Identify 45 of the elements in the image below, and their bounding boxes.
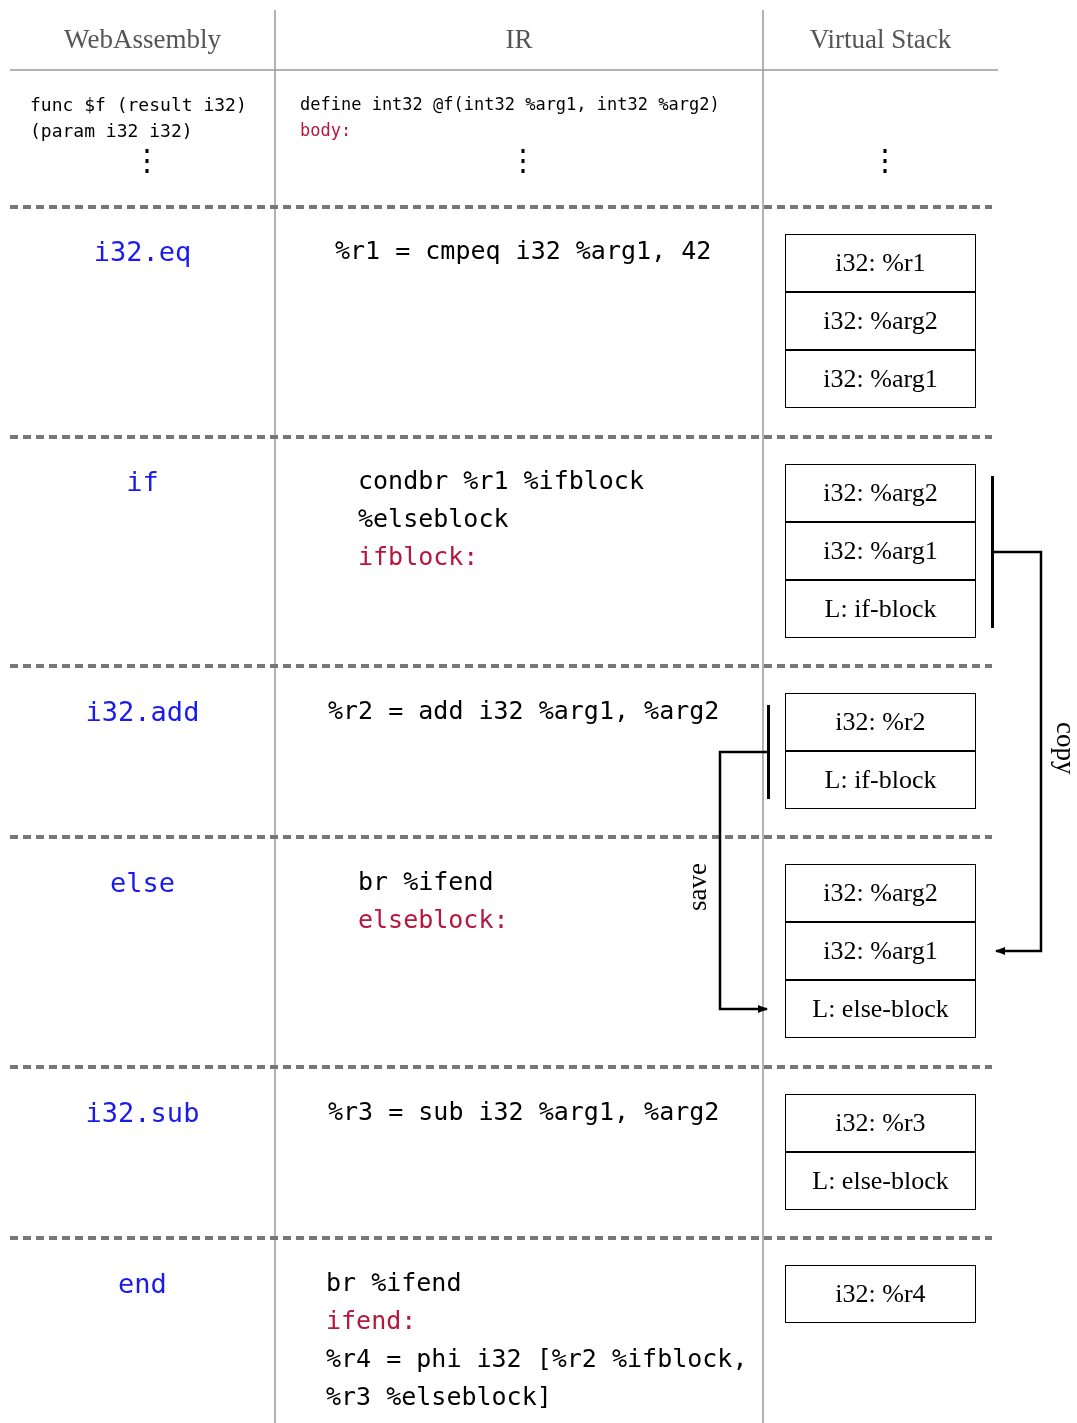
- edge-label: copy: [1050, 721, 1077, 774]
- code-line: br %ifend: [358, 866, 495, 898]
- instruction-name: i32.sub: [84, 1096, 201, 1130]
- ellipsis: ⋮: [132, 145, 152, 175]
- stack-slot: i32: %arg1: [785, 350, 976, 408]
- code-line: define int32 @f(int32 %arg1, int32 %arg2): [300, 93, 721, 116]
- instruction-name: else: [109, 866, 176, 900]
- instruction-name: i32.eq: [92, 235, 193, 269]
- column-header: IR: [504, 23, 534, 56]
- arrow: [994, 550, 1043, 955]
- code-line: br %ifend: [326, 1267, 463, 1299]
- ellipsis: ⋮: [508, 145, 528, 175]
- code-line: body:: [300, 119, 353, 142]
- bracket-line: [767, 705, 770, 799]
- stack-slot: i32: %arg2: [785, 864, 976, 922]
- stack-slot: i32: %r1: [785, 234, 976, 292]
- instruction-name: if: [125, 465, 160, 499]
- stack-slot: L: if-block: [785, 751, 976, 809]
- instruction-name: i32.add: [84, 695, 201, 729]
- column-header: Virtual Stack: [808, 23, 953, 56]
- ellipsis: ⋮: [870, 145, 890, 175]
- code-line: %r1 = cmpeq i32 %arg1, 42: [335, 235, 713, 267]
- stack-slot: L: if-block: [785, 580, 976, 638]
- stack-slot: i32: %r3: [785, 1094, 976, 1152]
- code-line: elseblock:: [358, 904, 510, 936]
- instruction-name: end: [117, 1267, 168, 1301]
- stack-slot: L: else-block: [785, 1152, 976, 1210]
- stack-slot: i32: %arg2: [785, 292, 976, 350]
- code-line: %r2 = add i32 %arg1, %arg2: [328, 695, 721, 727]
- stack-slot: i32: %r2: [785, 693, 976, 751]
- stack-slot: i32: %arg2: [785, 464, 976, 522]
- column-header: WebAssembly: [63, 23, 222, 56]
- code-line: ifblock:: [358, 541, 480, 573]
- stack-slot: i32: %r4: [785, 1265, 976, 1323]
- arrow: [718, 750, 768, 1013]
- edge-label: save: [682, 862, 713, 911]
- code-line: %r3 = sub i32 %arg1, %arg2: [328, 1096, 721, 1128]
- stack-slot: i32: %arg1: [785, 522, 976, 580]
- stack-slot: L: else-block: [785, 980, 976, 1038]
- code-line: condbr %r1 %ifblock %elseblock: [358, 465, 645, 535]
- code-line: %r4 = phi i32 [%r2 %ifblock, %r3 %elseblock]: [326, 1343, 749, 1413]
- stack-slot: i32: %arg1: [785, 922, 976, 980]
- bracket-line: [991, 476, 994, 628]
- code-line: ifend:: [326, 1305, 418, 1337]
- code-line: func $f (result i32) (param i32 i32): [30, 93, 248, 144]
